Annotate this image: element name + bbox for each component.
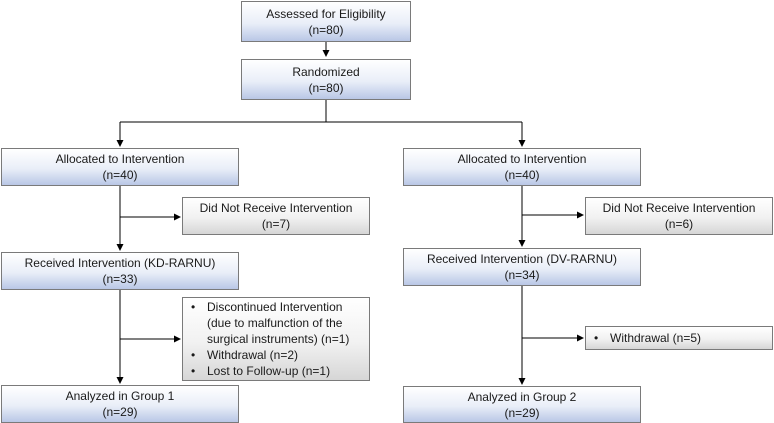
right-not-received-title: Did Not Receive Intervention	[602, 201, 756, 215]
right-received-title: Received Intervention (DV-RARNU)	[426, 252, 618, 266]
right-received-box: Received Intervention (DV-RARNU) (n=34)	[403, 248, 641, 286]
right-received-count: (n=34)	[504, 268, 540, 282]
left-analyzed-count: (n=29)	[102, 405, 138, 419]
right-excluded-item: Withdrawal (n=5)	[590, 330, 701, 346]
left-excluded-box: Discontinued Intervention (due to malfun…	[182, 297, 370, 381]
assessed-title: Assessed for Eligibility	[266, 6, 386, 21]
right-analyzed-box: Analyzed in Group 2 (n=29)	[403, 386, 641, 423]
left-not-received-box: Did Not Receive Intervention (n=7)	[182, 197, 370, 235]
right-analyzed-count: (n=29)	[504, 405, 540, 420]
right-allocated-box: Allocated to Intervention (n=40)	[403, 148, 641, 186]
right-not-received-box: Did Not Receive Intervention (n=6)	[585, 197, 773, 235]
right-allocated-count: (n=40)	[504, 168, 540, 182]
left-received-title: Received Intervention (KD-RARNU)	[24, 256, 216, 270]
left-excluded-item: Lost to Follow-up (n=1)	[187, 363, 365, 379]
left-not-received-count: (n=7)	[261, 217, 291, 231]
right-allocated-title: Allocated to Intervention	[457, 152, 587, 166]
right-not-received-count: (n=6)	[664, 217, 694, 231]
left-excluded-item: Discontinued Intervention (due to malfun…	[187, 299, 365, 347]
randomized-box: Randomized (n=80)	[241, 59, 411, 100]
left-analyzed-box: Analyzed in Group 1 (n=29)	[1, 385, 239, 423]
assessed-box: Assessed for Eligibility (n=80)	[241, 1, 411, 42]
left-allocated-count: (n=40)	[102, 168, 138, 182]
left-received-box: Received Intervention (KD-RARNU) (n=33)	[1, 252, 239, 290]
left-allocated-title: Allocated to Intervention	[55, 152, 185, 166]
right-analyzed-title: Analyzed in Group 2	[467, 389, 577, 404]
randomized-count: (n=80)	[308, 80, 344, 95]
left-received-count: (n=33)	[102, 272, 138, 286]
left-allocated-box: Allocated to Intervention (n=40)	[1, 148, 239, 186]
left-analyzed-title: Analyzed in Group 1	[65, 389, 175, 403]
left-not-received-title: Did Not Receive Intervention	[199, 201, 353, 215]
assessed-count: (n=80)	[308, 22, 344, 37]
randomized-title: Randomized	[292, 64, 360, 79]
right-excluded-box: Withdrawal (n=5)	[585, 326, 773, 350]
left-excluded-item: Withdrawal (n=2)	[187, 347, 365, 363]
